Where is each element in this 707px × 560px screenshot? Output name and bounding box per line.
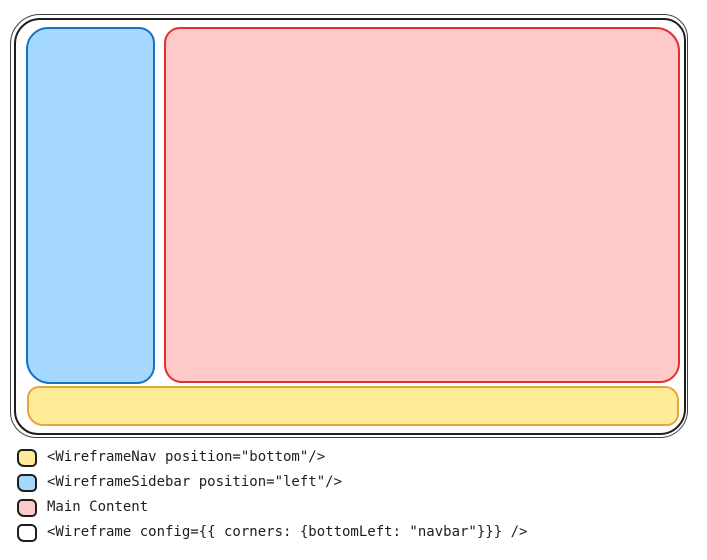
navbar-swatch-icon [17,448,37,467]
legend-item-navbar: <WireframeNav position="bottom"/> [17,448,527,467]
wireframe-frame [10,14,688,438]
legend: <WireframeNav position="bottom"/> <Wiref… [17,448,527,542]
legend-label-sidebar: <WireframeSidebar position="left"/> [47,474,343,490]
sidebar-swatch-icon [17,473,37,492]
main-content-swatch-icon [17,498,37,517]
frame-swatch-icon [17,523,37,542]
legend-label-navbar: <WireframeNav position="bottom"/> [47,449,326,465]
legend-item-sidebar: <WireframeSidebar position="left"/> [17,473,527,492]
legend-label-frame: <Wireframe config={{ corners: {bottomLef… [47,524,528,540]
wireframe-sidebar-left [26,27,155,384]
legend-label-main-content: Main Content [47,499,149,515]
legend-item-main-content: Main Content [17,498,527,517]
wireframe-main-content [164,27,680,383]
legend-item-frame: <Wireframe config={{ corners: {bottomLef… [17,523,527,542]
wireframe-navbar-bottom [27,386,679,426]
